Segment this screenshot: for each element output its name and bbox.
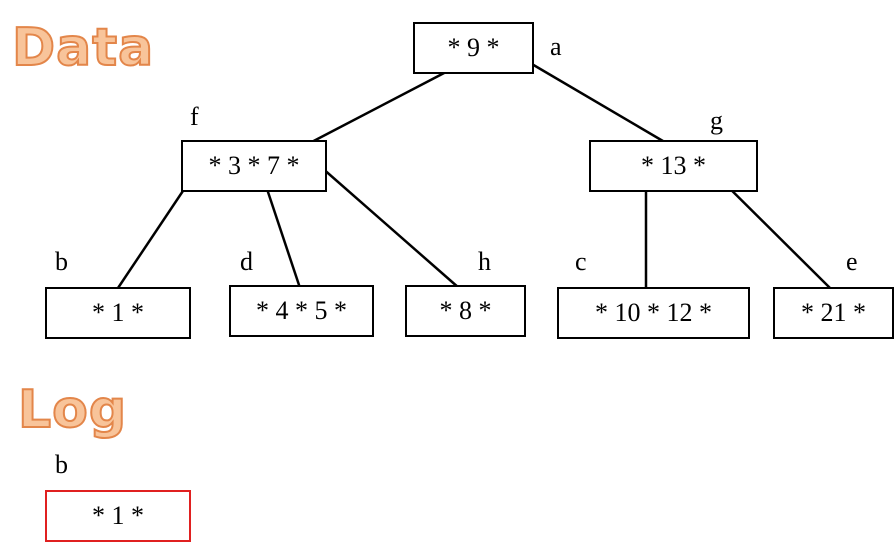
edge-a-g (507, 48, 669, 146)
node-c: * 10 * 12 * (557, 287, 750, 339)
log-node-b: * 1 * (45, 490, 191, 542)
node-a: * 9 * (413, 22, 534, 74)
node-label-e: e (846, 247, 858, 276)
node-label-c: c (575, 247, 587, 276)
node-b: * 1 * (45, 287, 191, 339)
node-label-b: b (55, 247, 68, 276)
log-heading: Log (17, 380, 128, 440)
node-h: * 8 * (405, 285, 526, 337)
node-label-g: g (710, 106, 723, 135)
node-label-h: h (478, 247, 491, 276)
node-label-f: f (190, 102, 199, 131)
node-g: * 13 * (589, 140, 758, 192)
node-f: * 3 * 7 * (181, 140, 327, 192)
data-heading: Data (11, 18, 155, 78)
node-label-a: a (550, 32, 562, 61)
edge-f-h (312, 159, 460, 289)
log-label-b: b (55, 450, 68, 479)
node-d: * 4 * 5 * (229, 285, 374, 337)
node-label-d: d (240, 247, 253, 276)
node-e: * 21 * (773, 287, 894, 339)
